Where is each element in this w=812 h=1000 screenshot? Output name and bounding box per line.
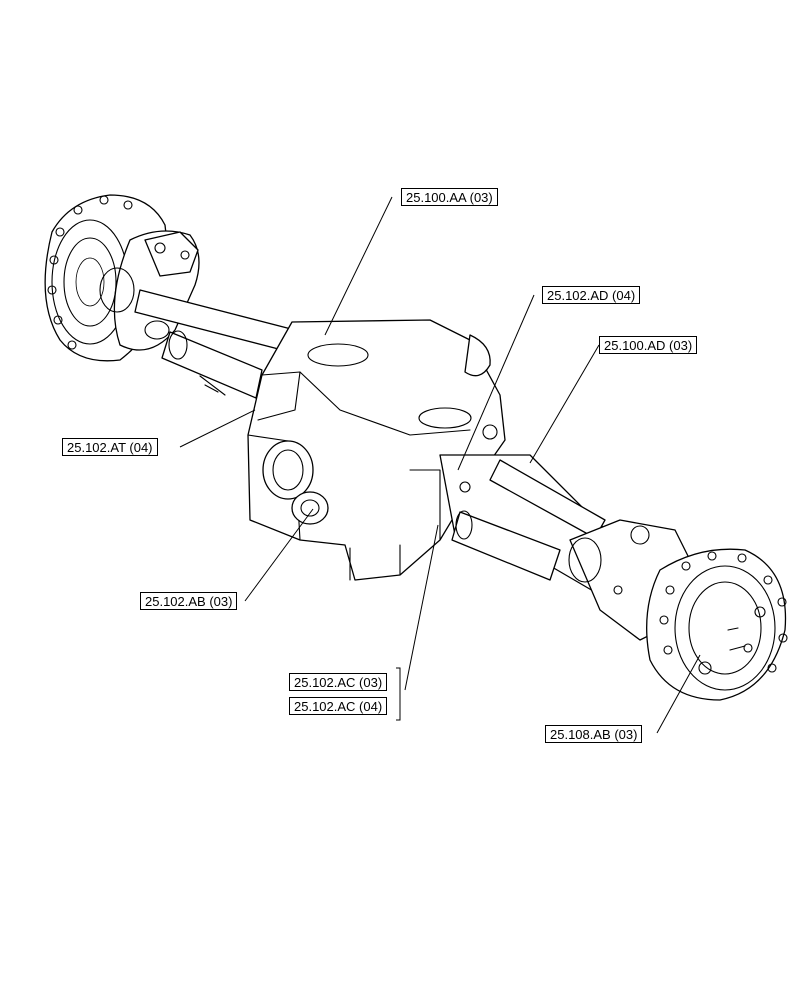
input-flange — [262, 440, 329, 525]
callout-25-100-aa-03[interactable]: 25.100.AA (03) — [401, 188, 498, 206]
callout-25-100-ad-03[interactable]: 25.100.AD (03) — [599, 336, 698, 354]
callout-25-102-ac-03[interactable]: 25.102.AC (03) — [289, 673, 388, 691]
leader-lines — [179, 196, 701, 734]
callout-25-102-ad-04[interactable]: 25.102.AD (04) — [542, 286, 641, 304]
callout-25-108-ab-03[interactable]: 25.108.AB (03) — [545, 725, 643, 743]
callout-25-102-ac-04[interactable]: 25.102.AC (04) — [289, 697, 388, 715]
callout-25-102-at-04[interactable]: 25.102.AT (04) — [62, 438, 158, 456]
right-wheel-hub — [646, 548, 788, 701]
callout-25-102-ab-03[interactable]: 25.102.AB (03) — [140, 592, 238, 610]
right-steering-cylinder — [451, 510, 561, 581]
